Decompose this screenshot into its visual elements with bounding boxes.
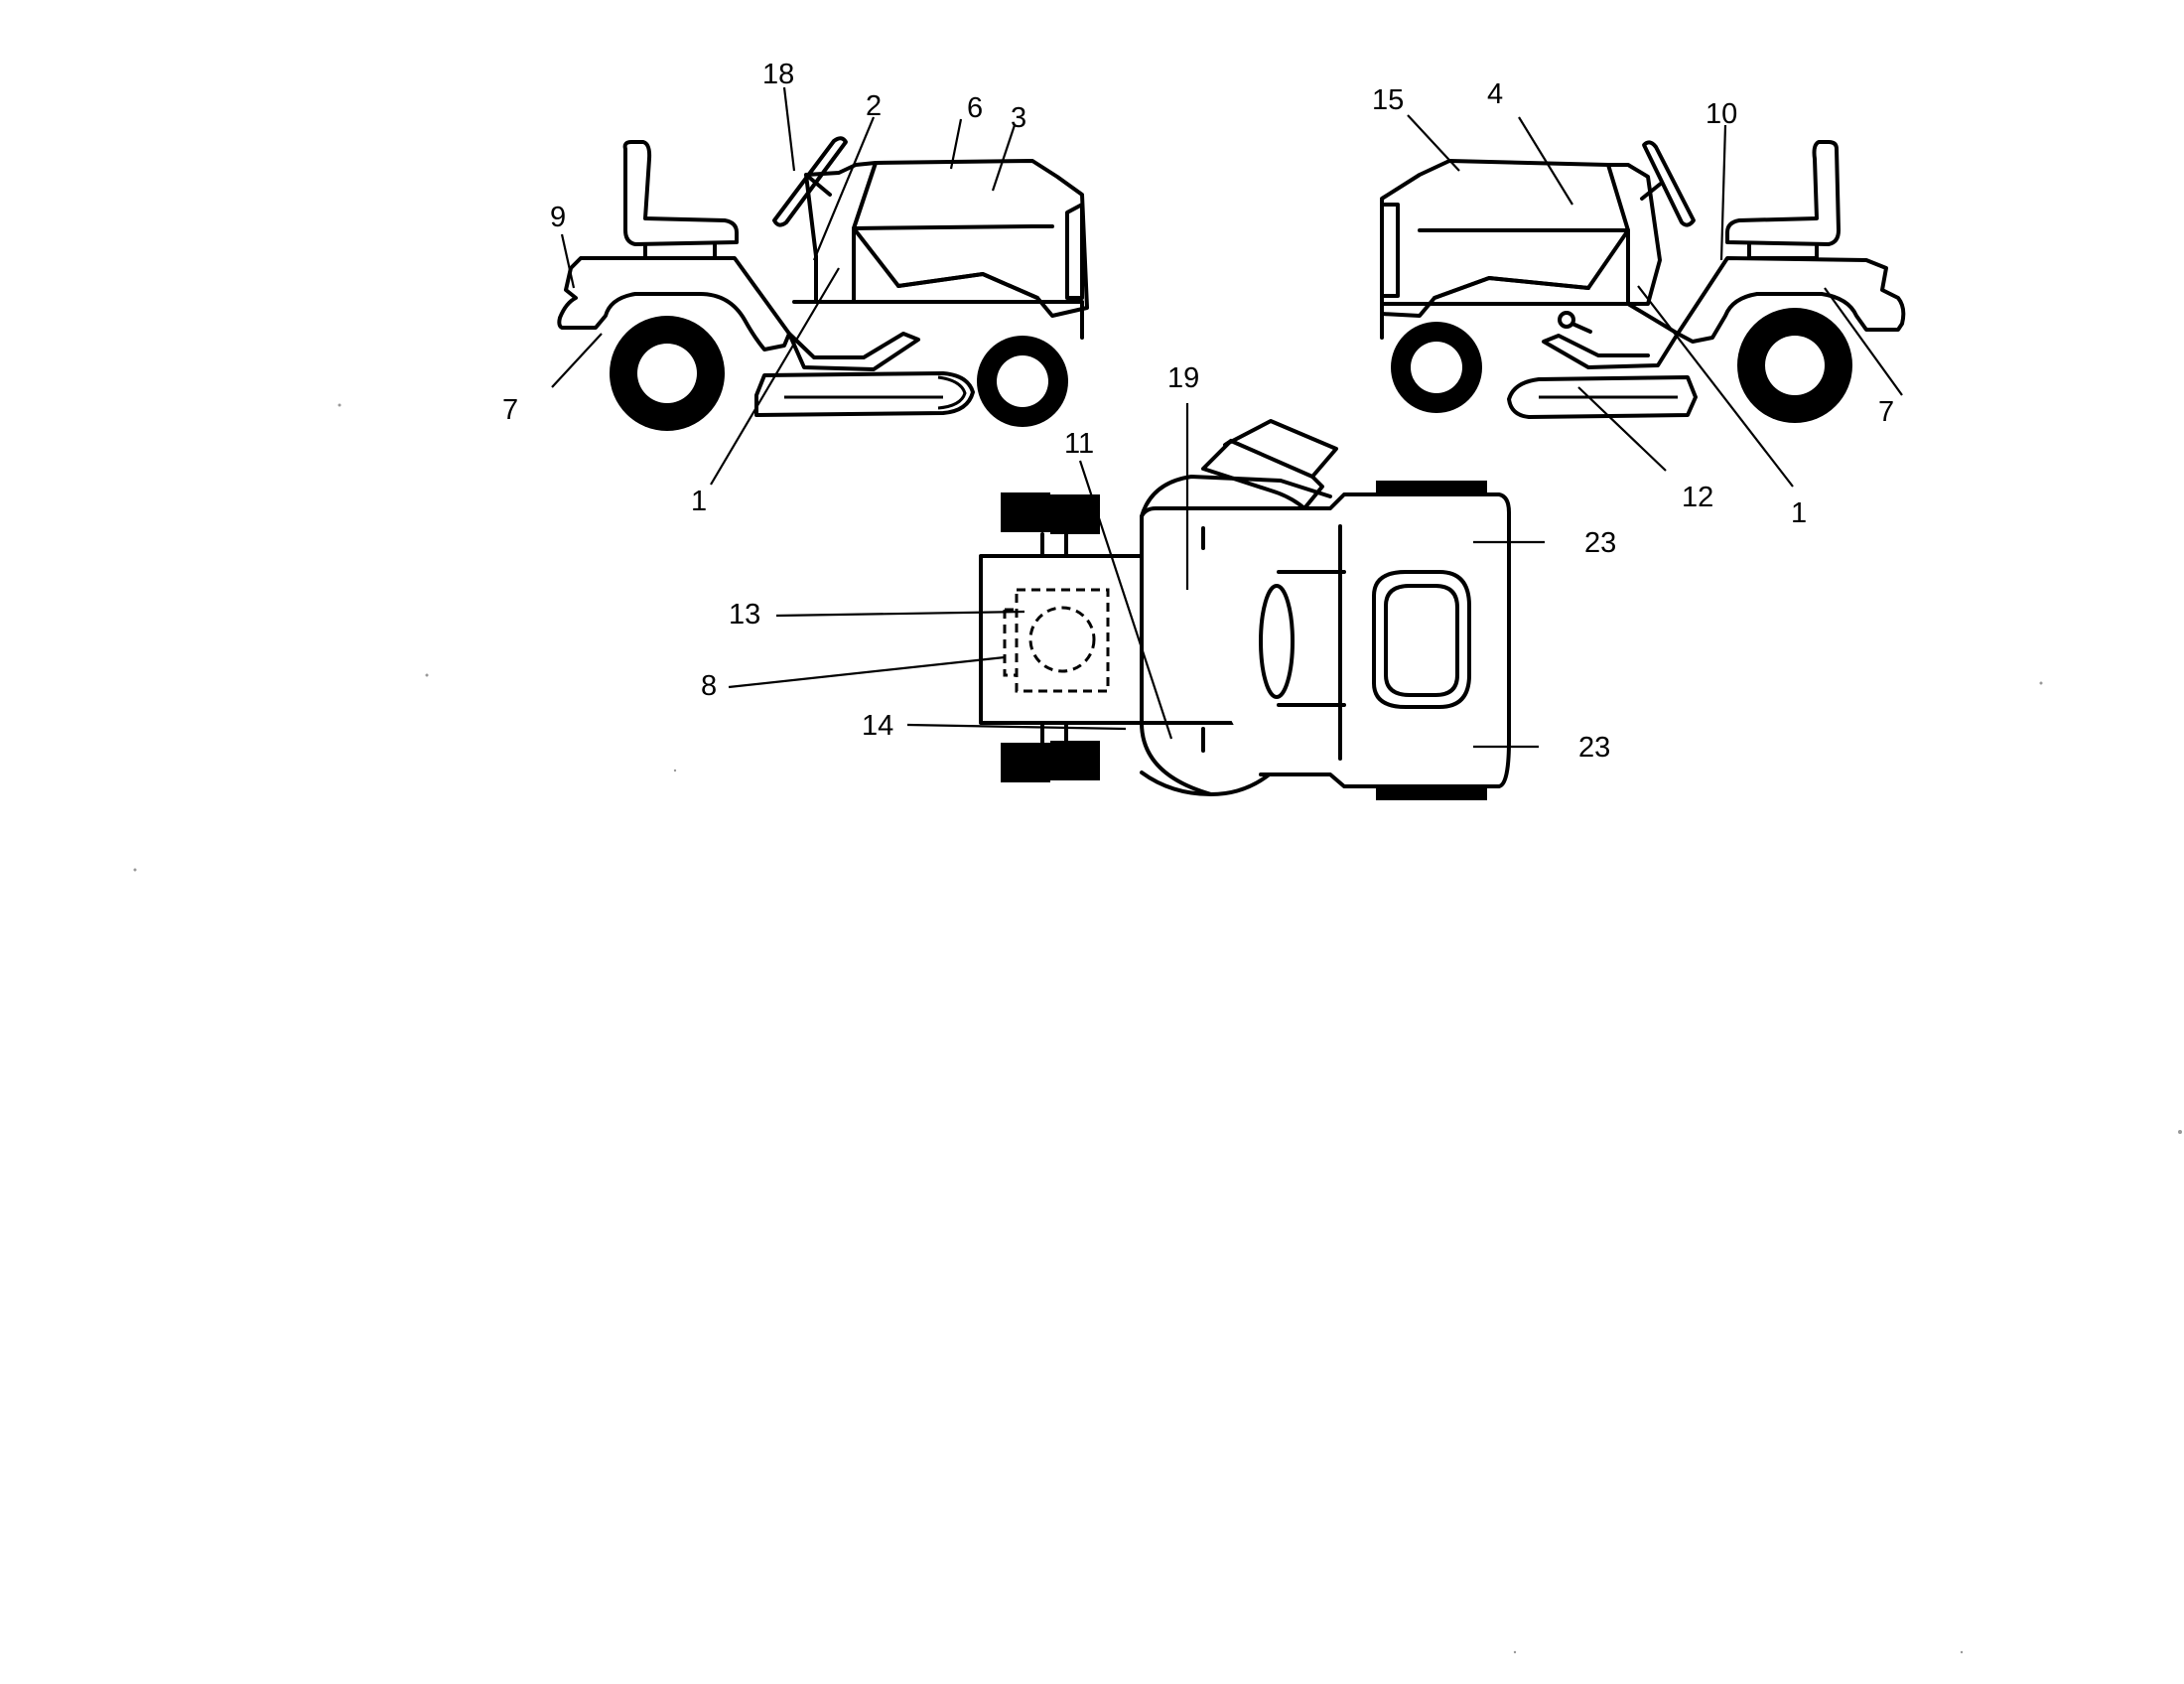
callout-15-right: 15 <box>1372 84 1404 116</box>
callout-7-right: 7 <box>1878 396 1894 428</box>
callout-8-top: 8 <box>701 670 717 702</box>
top-view-labels: 19 11 13 8 14 23 23 <box>701 362 1616 764</box>
callout-4-right: 4 <box>1487 78 1503 110</box>
callout-2-left: 2 <box>866 90 882 122</box>
callout-10-right: 10 <box>1706 98 1737 130</box>
callout-23-top-upper: 23 <box>1584 527 1616 559</box>
tractor-side-left-icon <box>557 136 1089 431</box>
callout-1-left: 1 <box>691 486 707 517</box>
callout-18-left: 18 <box>762 59 794 90</box>
right-view-leaders <box>1407 114 1903 488</box>
callout-11-top: 11 <box>1064 428 1094 460</box>
callout-14-top: 14 <box>862 710 893 742</box>
callout-23-top-lower: 23 <box>1578 732 1610 764</box>
top-view-leaders <box>728 403 1545 749</box>
callout-3-left: 3 <box>1011 102 1026 134</box>
right-view-labels: 15 4 10 7 12 1 <box>1372 78 1894 529</box>
callout-12-right: 12 <box>1682 482 1713 513</box>
callout-13-top: 13 <box>729 599 760 631</box>
callout-9-left: 9 <box>550 202 566 233</box>
callout-19-top: 19 <box>1167 362 1199 394</box>
scan-specks <box>133 403 2182 1654</box>
tractor-top-icon <box>979 419 1511 800</box>
callout-6-left: 6 <box>967 92 983 124</box>
left-view-leaders <box>551 86 1017 486</box>
tractor-side-right-icon <box>1380 140 1906 423</box>
left-view-labels: 18 2 6 3 9 7 1 <box>502 59 1026 517</box>
callout-7-left: 7 <box>502 394 518 426</box>
callout-1-right: 1 <box>1791 497 1807 529</box>
